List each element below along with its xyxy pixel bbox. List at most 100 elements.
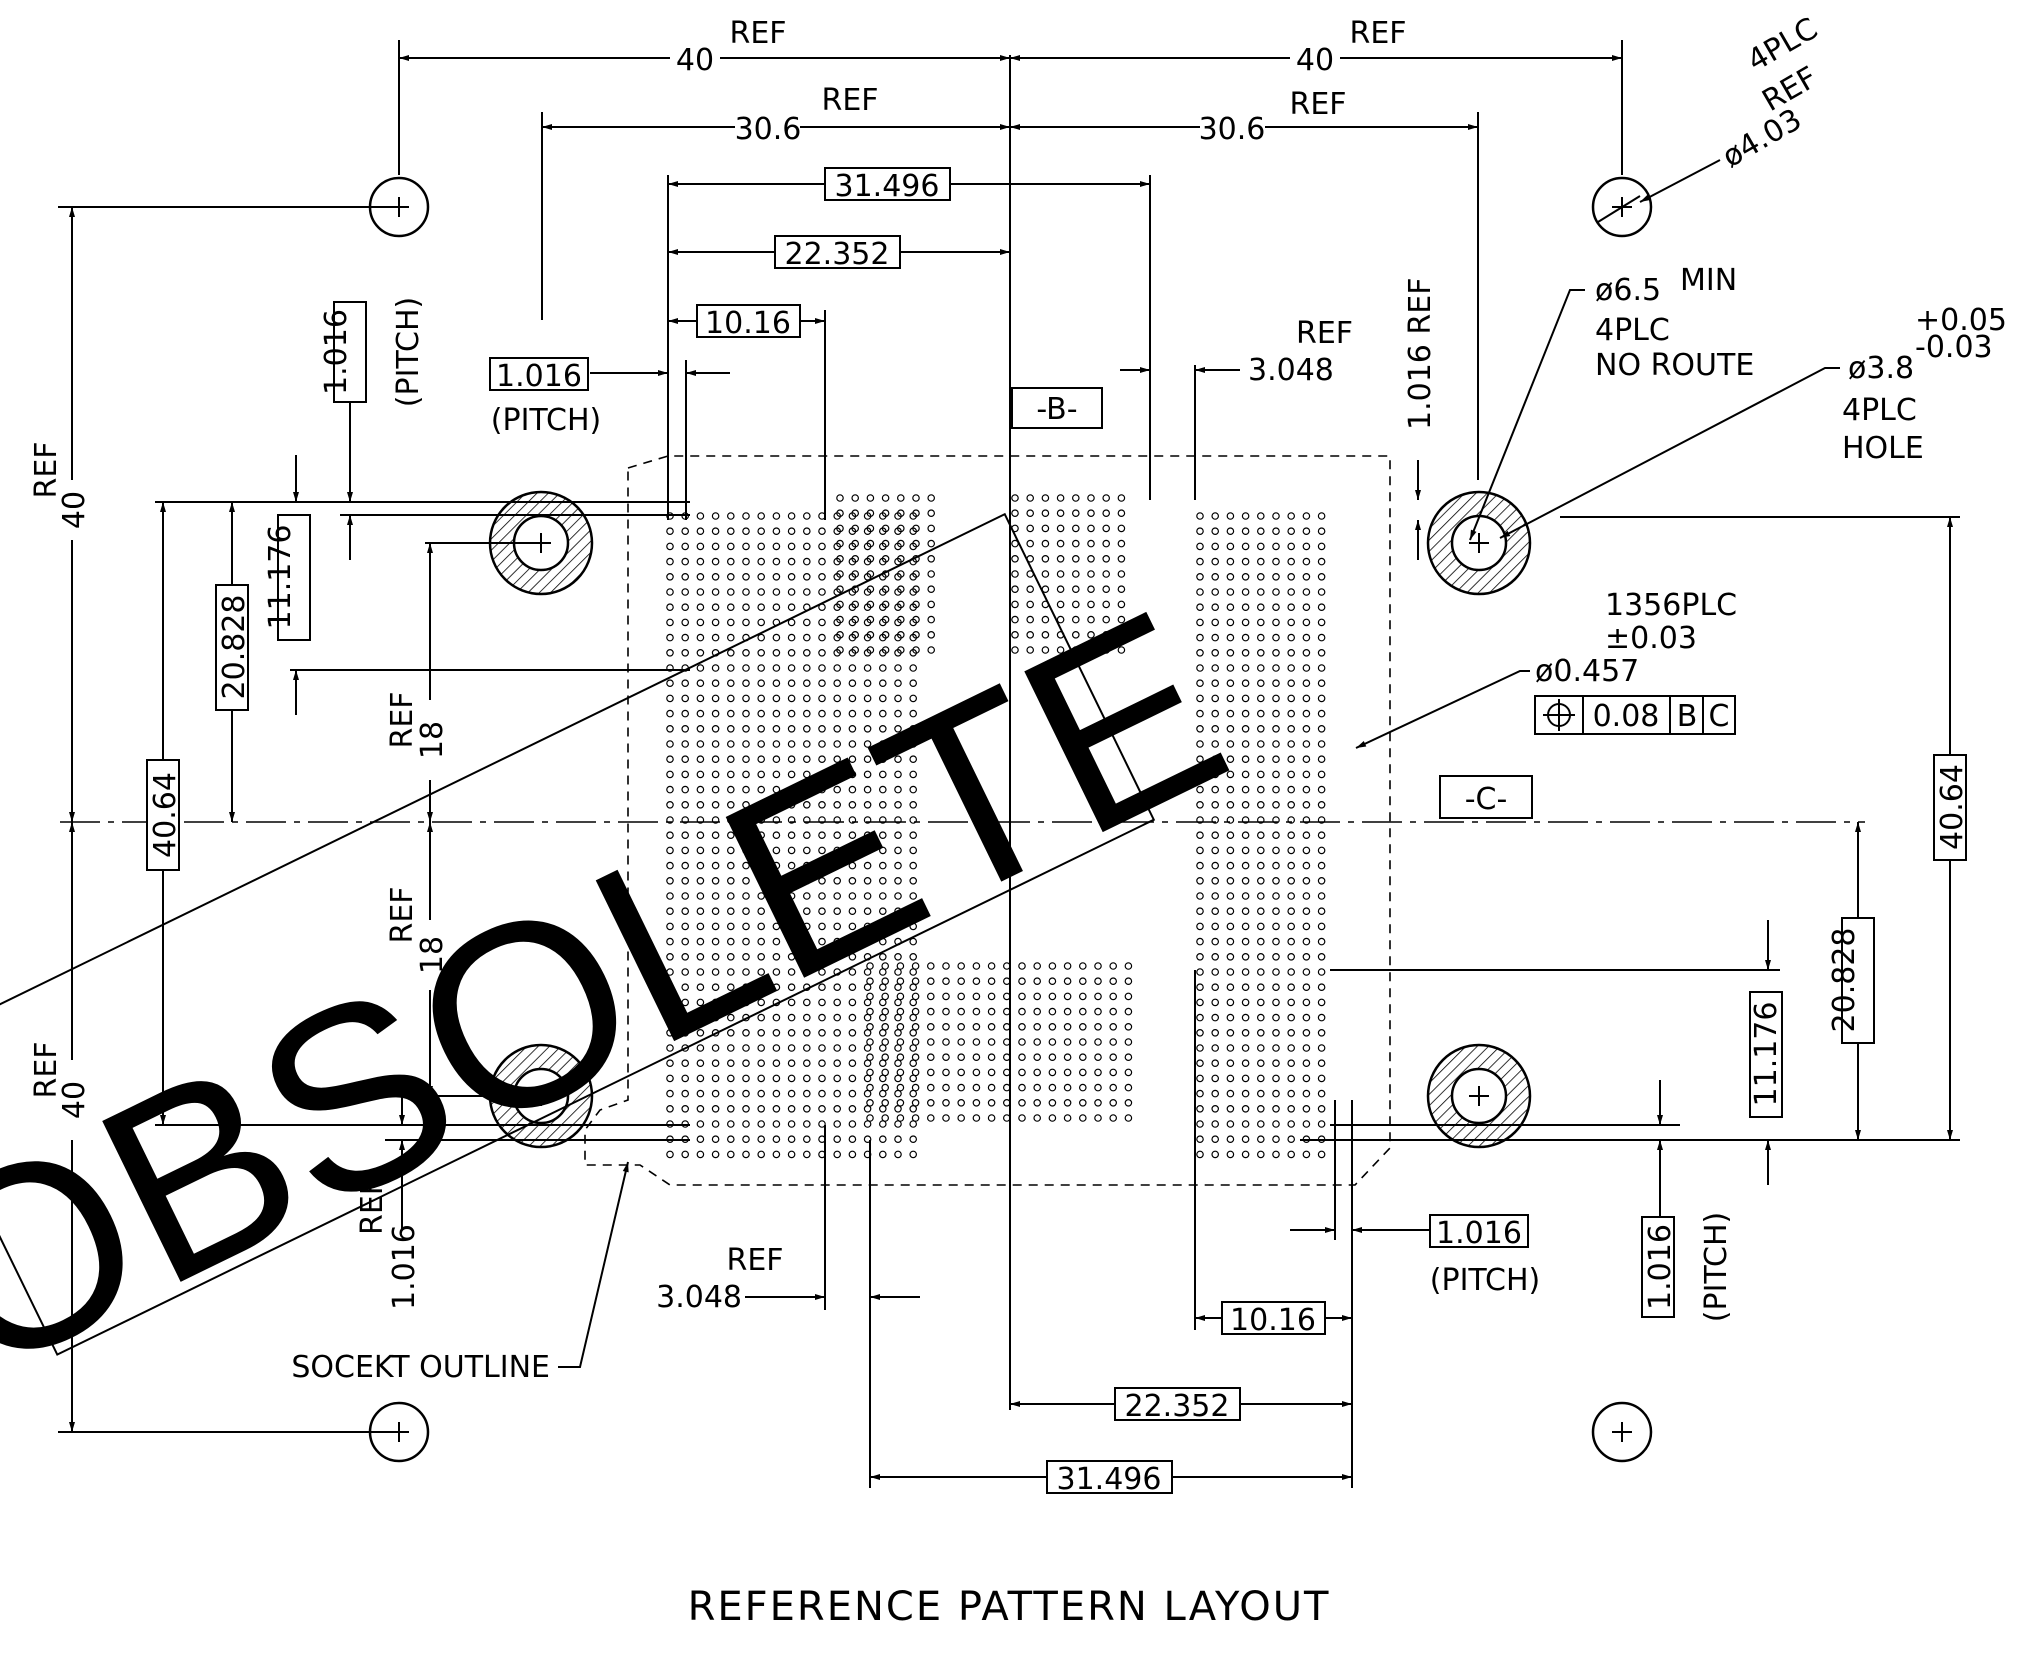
pad <box>1211 831 1220 840</box>
pad <box>909 755 918 764</box>
pad <box>1257 998 1265 1007</box>
pad <box>833 876 842 885</box>
pad <box>1226 816 1235 824</box>
pad <box>1317 1120 1326 1128</box>
pad <box>1302 1089 1311 1098</box>
pad <box>1302 1013 1311 1022</box>
pad <box>666 709 674 718</box>
pad <box>1102 600 1111 609</box>
pad <box>726 1044 735 1052</box>
pad <box>802 709 811 718</box>
pad <box>1226 724 1235 733</box>
pad <box>1117 570 1126 578</box>
pad <box>696 740 705 748</box>
pad <box>681 1059 690 1068</box>
socket-outline <box>584 455 1391 1186</box>
pad <box>726 572 735 581</box>
pad <box>1018 1023 1026 1031</box>
pad <box>881 1038 890 1046</box>
pad <box>772 1150 781 1159</box>
pad <box>866 524 875 533</box>
pad <box>1317 724 1326 733</box>
pad <box>1196 937 1204 946</box>
pad <box>1317 1013 1326 1022</box>
pad <box>681 527 690 536</box>
pad <box>1109 1007 1118 1016</box>
pad <box>772 542 781 551</box>
pad <box>1287 724 1296 733</box>
note-4plc-hole: 4PLC <box>1842 393 1917 428</box>
pad <box>894 664 902 672</box>
pad <box>926 977 935 986</box>
pad <box>1272 952 1280 961</box>
pad <box>1109 962 1118 970</box>
pad <box>912 646 920 654</box>
pad <box>957 992 966 1001</box>
pad <box>696 861 705 870</box>
dim-left-18-upper: 18 REF <box>385 542 541 822</box>
pad <box>833 998 842 1007</box>
pad <box>1257 952 1265 961</box>
pad <box>1211 1120 1220 1128</box>
pad <box>1241 937 1250 946</box>
pad <box>1257 633 1265 642</box>
pad <box>1257 709 1265 718</box>
pad <box>1109 1099 1118 1107</box>
pad <box>696 1013 705 1022</box>
pad <box>1272 846 1280 855</box>
pad <box>894 709 902 718</box>
pad <box>726 588 735 596</box>
pad <box>726 1105 735 1113</box>
pad <box>1196 952 1204 961</box>
pad <box>726 800 735 809</box>
pad <box>1196 785 1204 794</box>
pad <box>1257 922 1265 931</box>
pad <box>1287 1120 1296 1128</box>
pad <box>1257 603 1265 612</box>
pad <box>833 1074 842 1083</box>
pad <box>772 770 781 779</box>
pad <box>742 952 750 961</box>
dim-30-6-left: 30.6 <box>735 112 802 147</box>
pad <box>942 992 950 1001</box>
pad <box>851 646 860 654</box>
pad <box>711 603 720 612</box>
pad <box>742 1044 750 1052</box>
pad <box>666 861 674 870</box>
pad <box>1056 585 1065 594</box>
pad <box>942 1083 950 1092</box>
pad <box>1094 1007 1102 1016</box>
pad <box>866 554 875 563</box>
pad <box>1211 983 1220 992</box>
pad <box>818 542 826 551</box>
pad <box>881 509 890 518</box>
pad <box>818 724 826 733</box>
pad <box>1079 1038 1087 1046</box>
pad <box>1302 998 1311 1007</box>
pad <box>1033 1007 1042 1016</box>
pad <box>1287 770 1296 779</box>
pad <box>1056 646 1065 654</box>
pad <box>894 892 902 900</box>
pad <box>942 1038 950 1046</box>
pad <box>802 679 811 688</box>
pad <box>802 800 811 809</box>
pad <box>1257 983 1265 992</box>
pad <box>681 694 690 703</box>
pad <box>1196 1044 1204 1052</box>
dim-bottom-10-16: 10.16 <box>1194 970 1353 1420</box>
pad <box>866 494 875 502</box>
pad <box>848 876 857 885</box>
fcf-datum-c: C <box>1709 699 1730 734</box>
pad <box>972 1007 981 1016</box>
pad <box>896 1068 905 1077</box>
pad <box>1241 527 1250 536</box>
pad <box>1317 907 1326 916</box>
pad <box>1124 1007 1133 1016</box>
pad <box>1087 630 1095 639</box>
pad <box>757 740 766 748</box>
pad <box>1272 1074 1280 1083</box>
pad <box>1033 962 1042 970</box>
pad <box>1241 816 1250 824</box>
pad <box>878 907 887 916</box>
